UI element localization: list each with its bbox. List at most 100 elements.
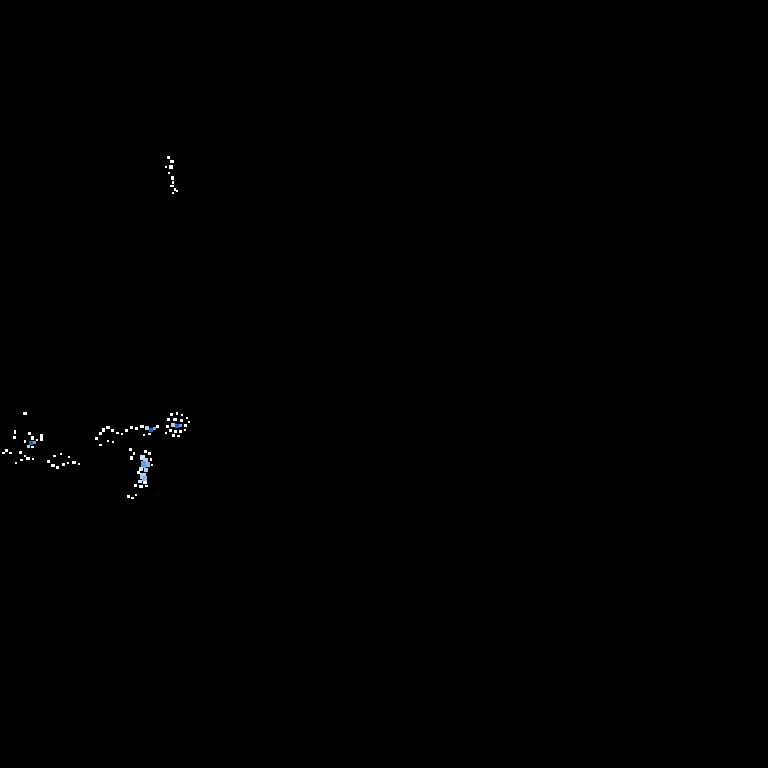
radar-echo-cell	[140, 425, 144, 428]
radar-echo-cell	[141, 461, 146, 468]
radar-echo-cell	[169, 165, 173, 169]
radar-echo-cell	[28, 432, 31, 435]
radar-echo-cell	[140, 473, 146, 479]
radar-echo-cell	[102, 428, 105, 432]
radar-echo-cell	[53, 455, 56, 457]
radar-echo-cell	[170, 413, 173, 416]
radar-echo-cell	[78, 463, 80, 465]
radar-echo-cell	[51, 464, 55, 467]
radar-echo-cell	[168, 172, 170, 174]
radar-echo-cell	[139, 485, 143, 488]
radar-echo-cell	[36, 439, 38, 441]
radar-echo-cell	[175, 424, 179, 428]
radar-echo-cell	[131, 497, 134, 499]
radar-echo-cell	[67, 462, 69, 464]
radar-echo-cell	[5, 449, 8, 452]
radar-echo-cell	[116, 432, 119, 434]
radar-echo-cell	[121, 433, 123, 435]
radar-echo-cell	[134, 484, 137, 487]
radar-echo-cell	[60, 453, 62, 455]
radar-echo-cell	[167, 156, 170, 159]
radar-echo-cell	[188, 421, 190, 423]
radar-echo-cell	[2, 452, 5, 454]
radar-echo-cell	[153, 427, 156, 430]
radar-echo-cell	[148, 433, 151, 435]
radar-echo-cell	[149, 428, 153, 432]
radar-echo-cell	[151, 464, 153, 466]
radar-echo-cell	[170, 160, 174, 163]
radar-echo-cell	[184, 429, 186, 431]
radar-echo-cell	[167, 418, 170, 421]
radar-echo-cell	[140, 455, 145, 460]
radar-echo-cell	[40, 434, 43, 441]
radar-echo-cell	[24, 440, 26, 443]
radar-echo-cell	[111, 429, 114, 432]
radar-echo-cell	[56, 466, 59, 469]
radar-echo-cell	[179, 430, 182, 433]
radar-echo-cell	[165, 166, 167, 168]
radar-echo-cell	[130, 426, 133, 429]
radar-echo-cell	[184, 424, 187, 427]
radar-echo-cell	[135, 427, 138, 430]
radar-echo-cell	[29, 441, 33, 445]
radar-echo-cell	[166, 425, 169, 428]
radar-echo-cell	[176, 190, 178, 192]
radar-echo-cell	[156, 425, 159, 428]
radar-echo-cell	[169, 429, 172, 432]
radar-echo-cell	[15, 462, 17, 464]
radar-echo-cell	[143, 434, 145, 436]
radar-echo-cell	[145, 485, 148, 487]
radar-echo-cell	[172, 181, 174, 184]
radar-echo-cell	[107, 440, 109, 442]
radar-echo-cell	[144, 468, 148, 472]
radar-echo-cell	[72, 461, 76, 464]
radar-echo-cell	[106, 426, 110, 429]
radar-echo-cell	[173, 418, 177, 421]
radar-echo-cell	[62, 463, 65, 466]
radar-echo-cell	[129, 448, 132, 451]
radar-echo-cell	[139, 467, 143, 471]
radar-echo-cell	[31, 446, 34, 448]
radar-echo-cell	[174, 188, 176, 191]
radar-echo-cell	[9, 452, 12, 454]
radar-echo-cell	[112, 441, 114, 443]
radar-echo-cell	[186, 417, 188, 419]
radar-echo-cell	[143, 458, 148, 464]
radar-echo-cell	[14, 430, 16, 434]
radar-echo-cell	[99, 444, 102, 446]
radar-echo-cell	[99, 432, 102, 435]
radar-echo-cell	[170, 185, 174, 187]
radar-echo-cell	[19, 451, 22, 454]
radar-echo-cell	[179, 424, 182, 427]
radar-echo-cell	[146, 462, 150, 467]
radar-echo-cell	[127, 495, 130, 498]
radar-echo-cell	[171, 423, 175, 427]
radar-echo-cell	[142, 476, 147, 481]
radar-echo-cell	[181, 414, 183, 416]
radar-echo-cell	[174, 430, 177, 433]
radar-echo-cell	[130, 456, 133, 460]
radar-echo-cell	[133, 452, 135, 455]
radar-echo-cell	[150, 458, 152, 461]
radar-echo-cell	[20, 459, 23, 461]
radar-echo-cell	[68, 456, 70, 458]
radar-echo-cell	[144, 450, 147, 453]
radar-echo-cell	[165, 432, 167, 434]
radar-echo-cell	[125, 429, 128, 432]
radar-echo-cell	[143, 481, 147, 484]
radar-echo-cell	[135, 494, 137, 496]
radar-echo-cell	[137, 471, 140, 474]
radar-echo-cell	[23, 412, 27, 415]
radar-echo-cell	[33, 441, 36, 444]
radar-echo-cell	[148, 452, 151, 455]
radar-echo-cell	[95, 437, 98, 440]
radar-echo-cell	[47, 460, 50, 463]
radar-echo-cell	[27, 445, 30, 448]
radar-echo-cell	[171, 176, 174, 180]
radar-echo-cells	[2, 156, 190, 499]
radar-echo-cell	[32, 458, 34, 460]
radar-echo-cell	[177, 435, 180, 437]
